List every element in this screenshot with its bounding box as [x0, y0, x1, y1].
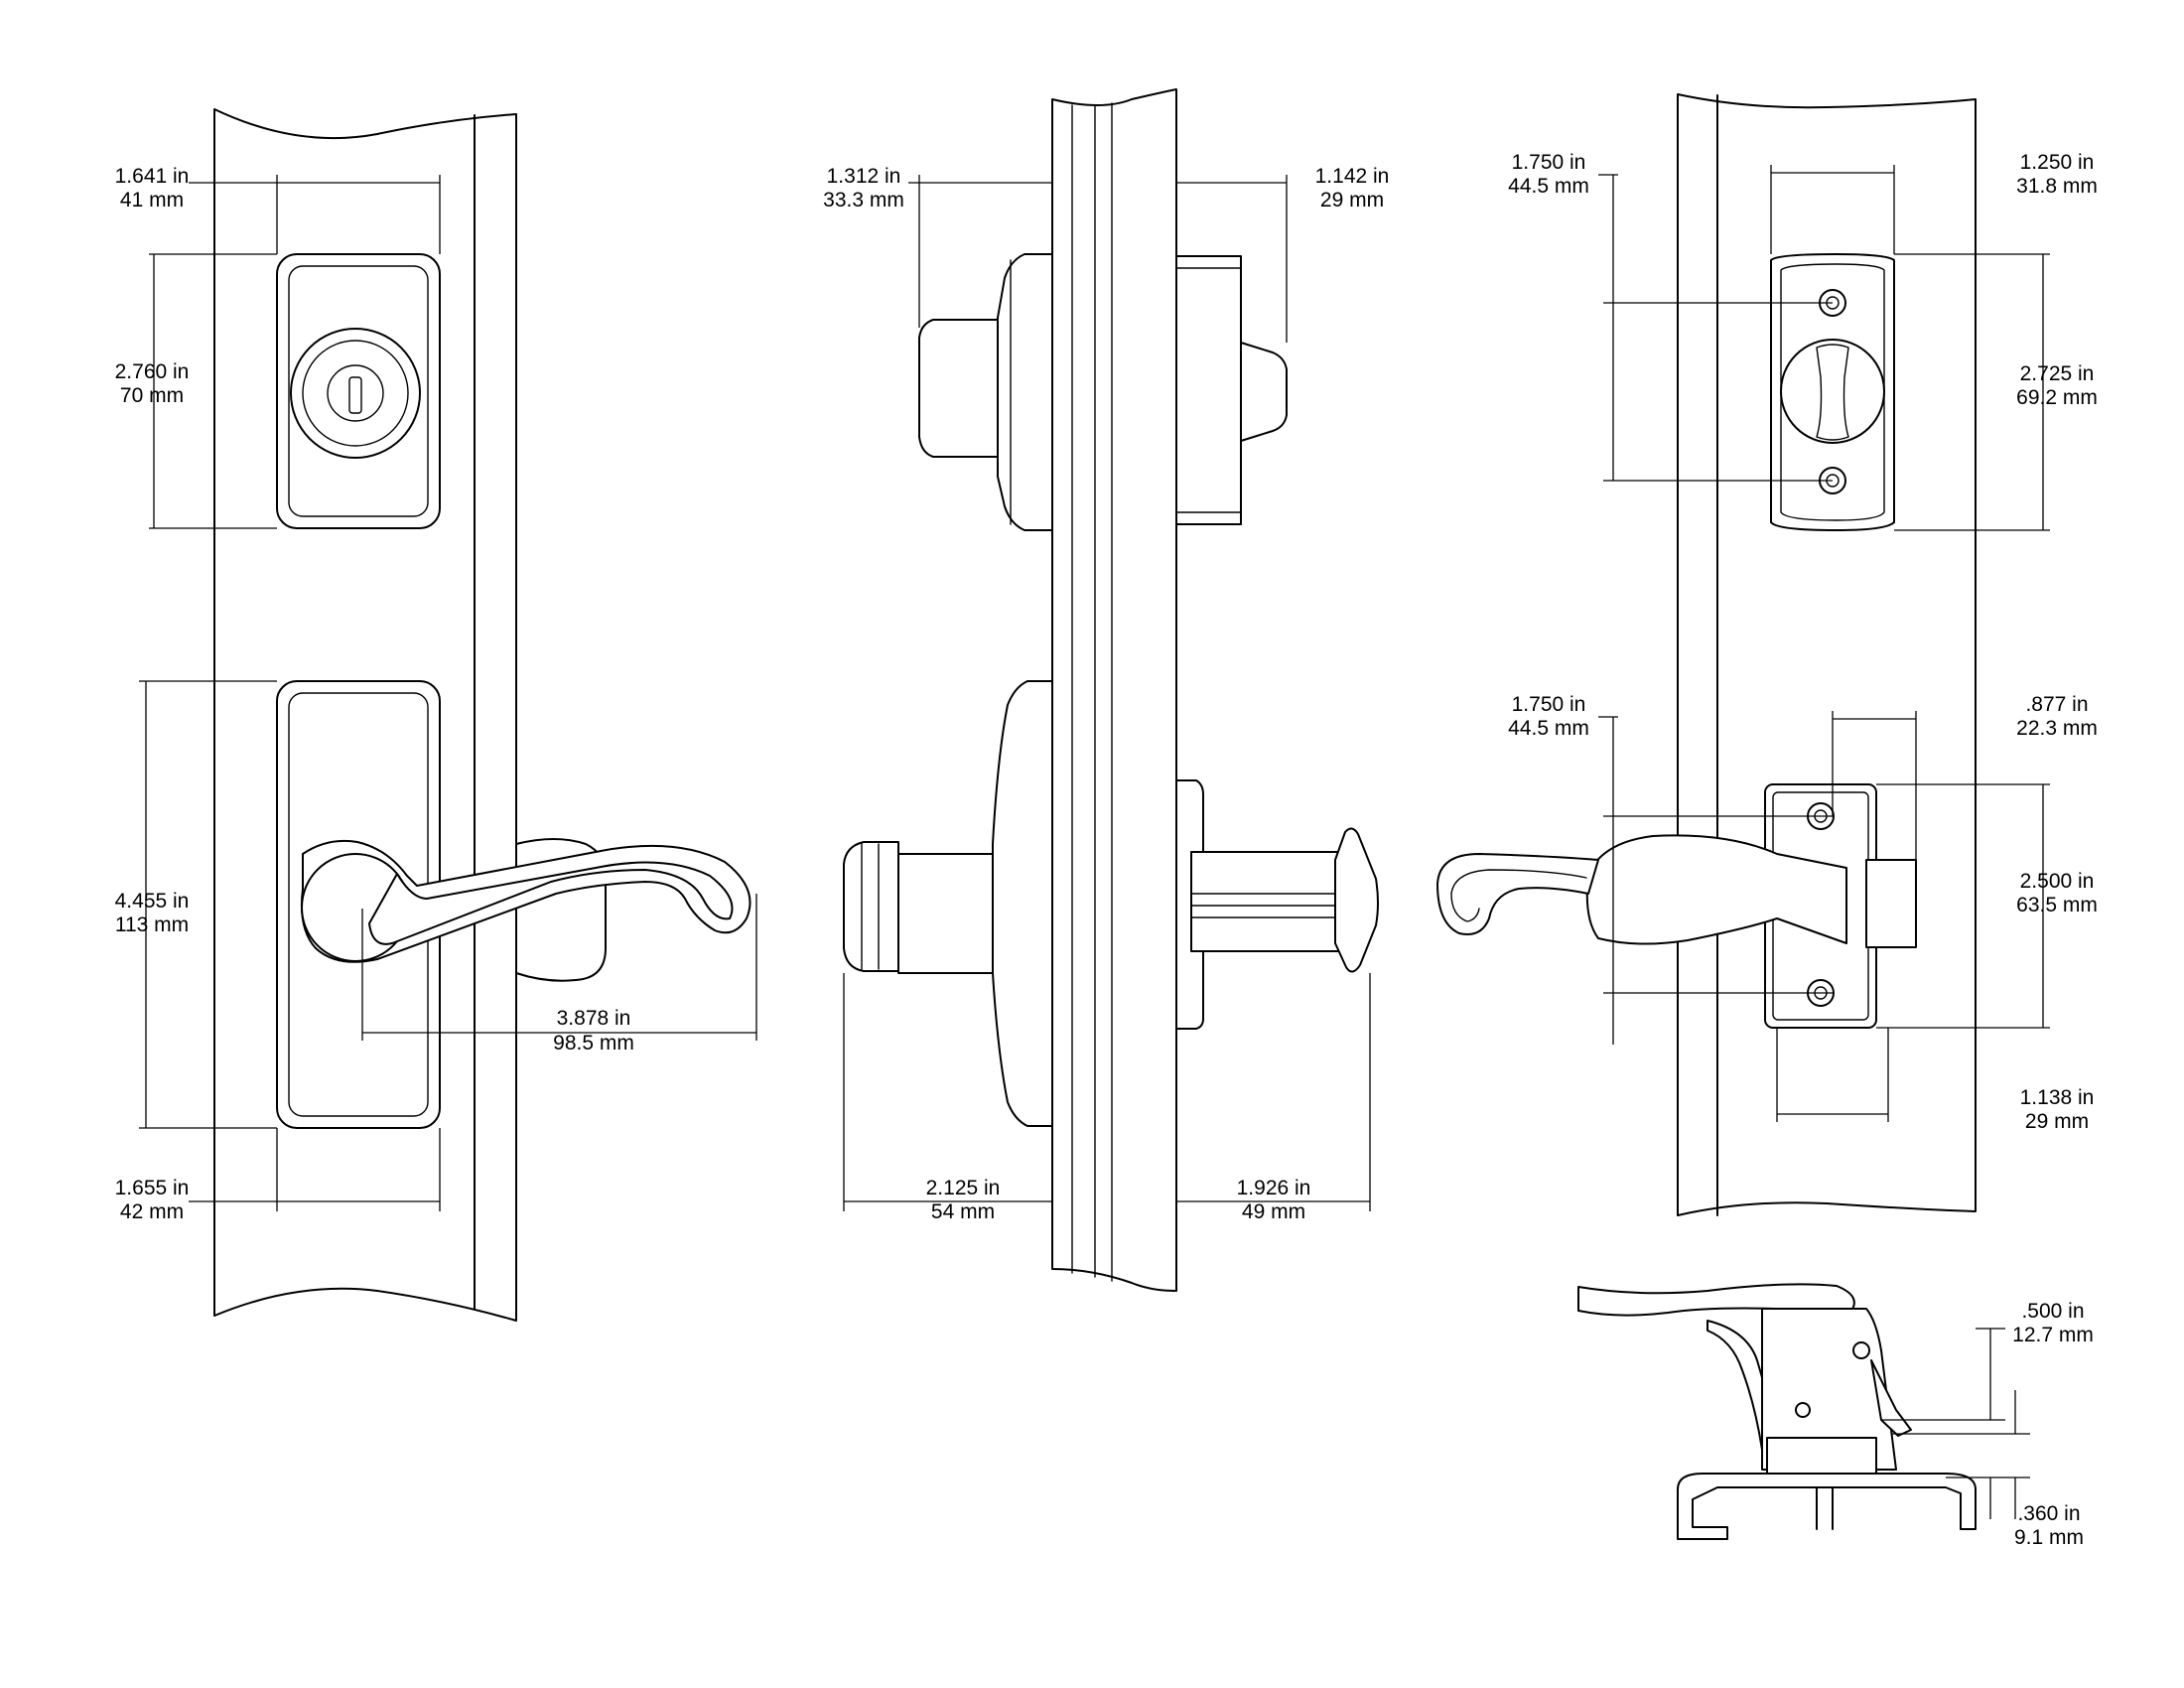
interior-lever	[1585, 834, 1847, 945]
dim-back-top-screw-in: 1.750 in	[1512, 151, 1586, 174]
back-view: 1.250 in 31.8 mm 2.725 in 69.2 mm 1.750 …	[1436, 93, 2098, 1216]
interior-deadbolt-body	[1175, 255, 1242, 525]
exterior-handle-escutcheon	[992, 680, 1053, 1127]
dim-front-bottom-height-in: 4.455 in	[115, 890, 190, 913]
dim-front-lever-mm: 98.5 mm	[553, 1032, 634, 1055]
deadbolt-escutcheon-inner	[288, 265, 429, 517]
dim-side-ext-handle-mm: 54 mm	[931, 1200, 995, 1223]
exterior-deadbolt-knob	[918, 319, 999, 458]
side-dim-lines	[843, 175, 1371, 1211]
dim-side-ext-handle-in: 2.125 in	[926, 1177, 1001, 1199]
keyway-icon	[348, 376, 362, 414]
dim-back-latch-in: .877 in	[2025, 693, 2088, 716]
dim-back-top-width-mm: 31.8 mm	[2016, 175, 2098, 198]
lever-neck	[368, 861, 734, 945]
thumbturn-icon	[1816, 344, 1849, 441]
dim-back-bottom-width-mm: 29 mm	[2025, 1110, 2089, 1133]
dim-back-bottom-height-in: 2.500 in	[2020, 870, 2095, 893]
dim-front-bottom-height-mm: 113 mm	[115, 914, 189, 936]
detail-latch-base	[1766, 1437, 1877, 1478]
key-cylinder-outer	[290, 328, 421, 459]
latch-detail-view: .500 in 12.7 mm .360 in 9.1 mm	[1577, 1283, 2094, 1549]
dim-back-bottom-screw-in: 1.750 in	[1512, 693, 1586, 716]
dim-back-bottom-screw-mm: 44.5 mm	[1508, 717, 1589, 740]
dim-front-bottom-width-mm: 42 mm	[120, 1200, 184, 1223]
dim-side-int-handle-mm: 49 mm	[1242, 1200, 1305, 1223]
door-section	[1051, 88, 1177, 1292]
front-view: 1.641 in 41 mm 2.760 in 70 mm 4.455 in 1…	[115, 108, 757, 1322]
dim-front-bottom-width-in: 1.655 in	[115, 1177, 190, 1199]
dim-front-top-height-mm: 70 mm	[120, 384, 184, 407]
front-dim-lines	[139, 175, 757, 1211]
key-cylinder-ring	[302, 340, 409, 447]
dim-front-top-height-in: 2.760 in	[115, 360, 190, 383]
dim-front-top-width-mm: 41 mm	[120, 189, 184, 211]
detail-door-frame	[1677, 1473, 1977, 1540]
dim-back-top-height-mm: 69.2 mm	[2016, 386, 2098, 409]
interior-thumbturn	[1240, 342, 1288, 442]
side-view: 1.312 in 33.3 mm 1.142 in 29 mm 2.125 in…	[823, 88, 1390, 1292]
interior-handle-knob	[1334, 827, 1379, 973]
detail-latch-body	[1761, 1308, 1897, 1471]
dim-detail-upper-mm: 12.7 mm	[2012, 1324, 2094, 1346]
thumbturn-plate-inner	[1780, 263, 1885, 521]
door-edge-back	[1677, 93, 1977, 1216]
detail-latch-bolt	[1870, 1359, 1912, 1437]
detail-dim-lines	[1881, 1328, 2030, 1519]
dim-side-int-handle-in: 1.926 in	[1237, 1177, 1311, 1199]
back-dim-lines	[1598, 165, 2050, 1122]
latch-housing	[1865, 859, 1917, 948]
exterior-deadbolt-body	[997, 253, 1053, 531]
dim-back-top-screw-mm: 44.5 mm	[1508, 175, 1589, 198]
dim-side-ext-deadbolt-in: 1.312 in	[827, 165, 901, 188]
dim-side-ext-deadbolt-mm: 33.3 mm	[823, 189, 904, 211]
dim-detail-lower-mm: 9.1 mm	[2014, 1526, 2084, 1549]
exterior-handle-knob	[843, 841, 899, 972]
key-cylinder-face	[327, 364, 384, 422]
dim-back-top-width-in: 1.250 in	[2020, 151, 2095, 174]
detail-lever	[1577, 1283, 1855, 1317]
dim-front-lever-in: 3.878 in	[557, 1007, 631, 1030]
exterior-handle-stub	[897, 853, 994, 974]
door-edge-front	[213, 108, 517, 1322]
deadbolt-escutcheon	[276, 253, 441, 529]
interior-lever-arm	[1436, 853, 1599, 935]
thumbturn-plate	[1770, 253, 1895, 531]
dim-front-top-width-in: 1.641 in	[115, 165, 190, 188]
interior-handle-spindle	[1190, 851, 1341, 952]
detail-screw-icon-2	[1795, 1402, 1811, 1418]
dim-back-latch-mm: 22.3 mm	[2016, 717, 2098, 740]
dim-back-bottom-width-in: 1.138 in	[2020, 1086, 2095, 1109]
detail-screw-icon-1	[1852, 1341, 1870, 1359]
interior-handle-mount	[1175, 779, 1204, 1030]
interior-lever-arm-inner	[1450, 869, 1587, 922]
dim-detail-lower-in: .360 in	[2017, 1502, 2080, 1525]
dim-side-int-deadbolt-mm: 29 mm	[1320, 189, 1384, 211]
dim-back-top-height-in: 2.725 in	[2020, 362, 2095, 385]
dim-detail-upper-in: .500 in	[2021, 1300, 2084, 1323]
thumbturn-ring-icon	[1780, 339, 1885, 444]
dim-side-int-deadbolt-in: 1.142 in	[1315, 165, 1390, 188]
dim-back-bottom-height-mm: 63.5 mm	[2016, 894, 2098, 916]
